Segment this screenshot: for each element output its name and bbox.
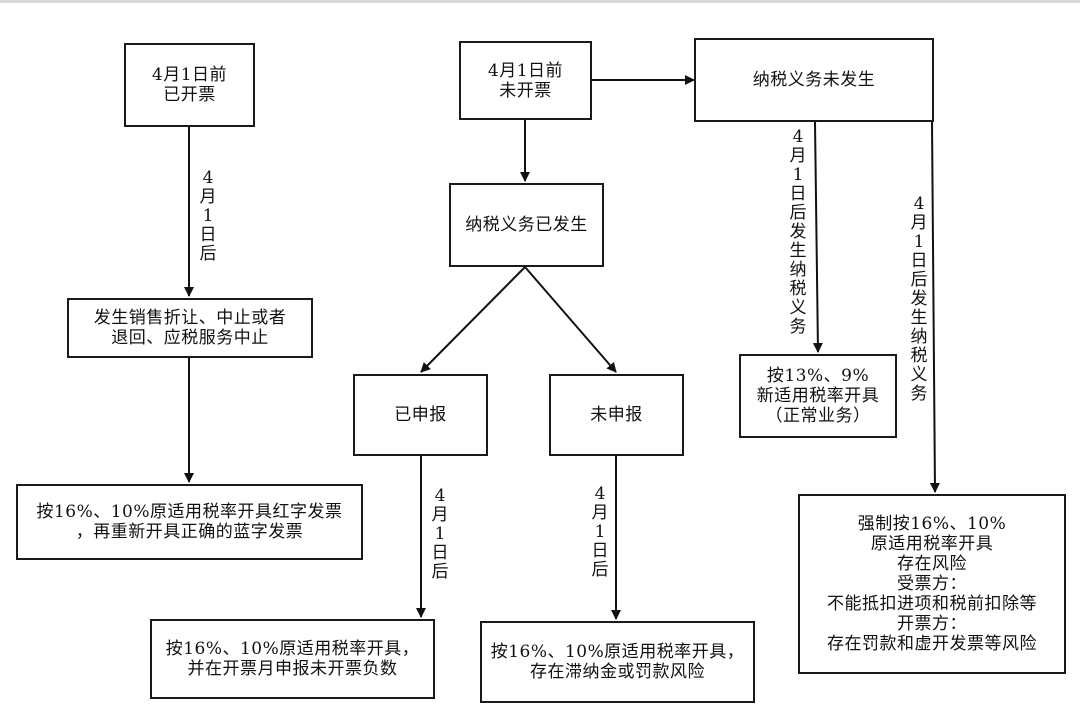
node-new-rate-result: 按13%、9% 新适用税率开具 （正常业务） (739, 354, 897, 438)
arrow-occurred-to-declared (420, 266, 526, 373)
node-declared: 已申报 (353, 374, 488, 456)
node-tax-obligation-not-occurred: 纳税义务未发生 (694, 38, 934, 122)
node-label: 4月1日前 已开票 (151, 65, 228, 105)
node-label: 按16%、10%原适用税率开具， 存在滞纳金或罚款风险 (490, 642, 745, 682)
node-tax-obligation-occurred: 纳税义务已发生 (449, 183, 604, 267)
edge-label-new-rate: 4月1日后发生纳税义务 (788, 126, 808, 339)
node-before-april-not-invoiced: 4月1日前 未开票 (459, 41, 592, 120)
node-label: 按16%、10%原适用税率开具红字发票 ，再重新开具正确的蓝字发票 (36, 502, 343, 542)
arrow-occurred-to-undeclared (524, 266, 617, 373)
arrow-not-occurred-to-forced (929, 121, 940, 493)
node-label: 发生销售折让、中止或者 退回、应税服务中止 (93, 308, 287, 348)
node-declared-result: 按16%、10%原适用税率开具， 并在开票月申报未开票负数 (150, 619, 435, 699)
arrow-not-occurred-to-new-rate (812, 121, 823, 353)
node-red-invoice: 按16%、10%原适用税率开具红字发票 ，再重新开具正确的蓝字发票 (16, 484, 363, 560)
node-undeclared-result: 按16%、10%原适用税率开具， 存在滞纳金或罚款风险 (480, 621, 755, 703)
node-forced-old-rate-result: 强制按16%、10% 原适用税率开具 存在风险 受票方： 不能抵扣进项和税前扣除… (798, 494, 1066, 674)
node-undeclared: 未申报 (549, 374, 684, 456)
edge-label-declared-after-april: 4月1日后 (430, 485, 450, 584)
node-label: 已申报 (394, 405, 447, 425)
node-label: 4月1日前 未开票 (487, 60, 564, 101)
node-label: 强制按16%、10% 原适用税率开具 存在风险 受票方： 不能抵扣进项和税前扣除… (827, 514, 1037, 654)
node-label: 纳税义务已发生 (465, 215, 588, 235)
node-label: 未申报 (590, 405, 643, 425)
node-label: 按16%、10%原适用税率开具， 并在开票月申报未开票负数 (165, 639, 420, 679)
node-before-april-invoiced: 4月1日前 已开票 (124, 43, 255, 127)
edge-label-left-after-april: 4月1日后 (198, 167, 218, 266)
edge-label-undeclared-after-april: 4月1日后 (590, 483, 610, 582)
node-label: 纳税义务未发生 (752, 70, 876, 90)
edge-label-forced: 4月1日后发生纳税义务 (909, 193, 929, 406)
node-label: 按13%、9% 新适用税率开具 （正常业务） (756, 366, 880, 426)
node-sales-discount: 发生销售折让、中止或者 退回、应税服务中止 (67, 298, 313, 358)
